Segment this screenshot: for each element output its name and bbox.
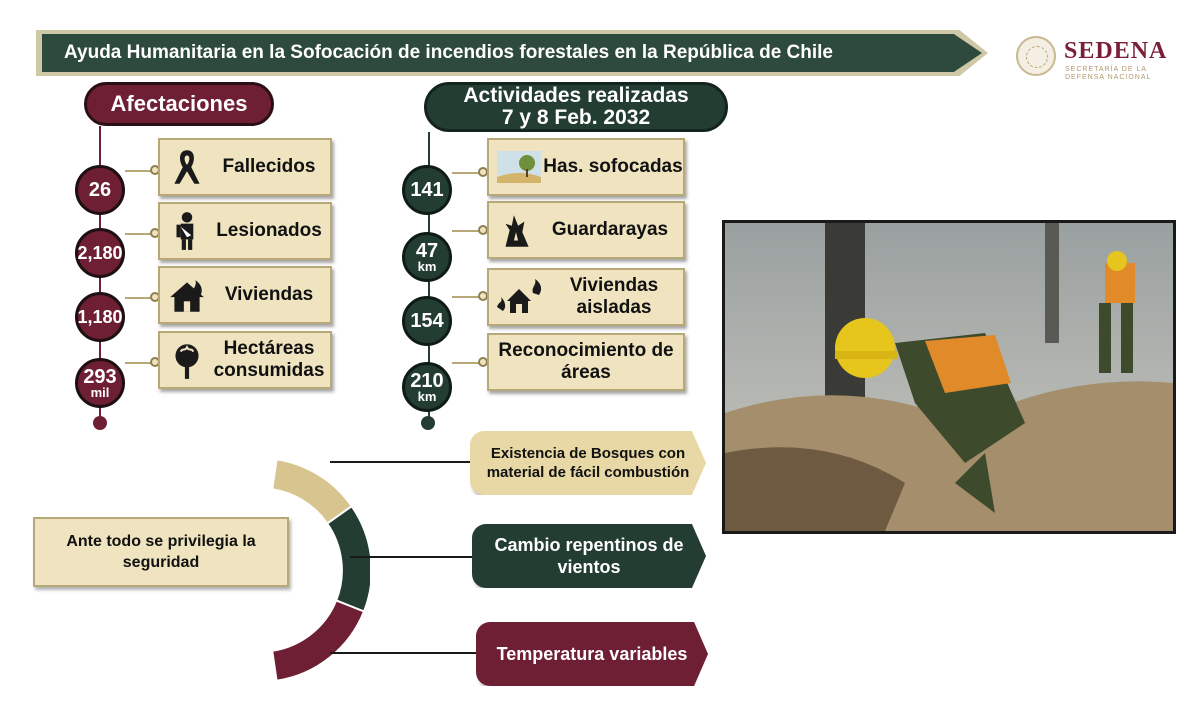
page-title: Ayuda Humanitaria en la Sofocación de in… bbox=[42, 34, 982, 72]
firefighter-photo-image bbox=[725, 223, 1173, 531]
stat-unit: km bbox=[417, 388, 437, 404]
connector bbox=[125, 170, 155, 172]
connector bbox=[452, 362, 482, 364]
stat-value: 47 bbox=[415, 239, 439, 262]
stat-value: 293 bbox=[83, 365, 117, 388]
burning-tree-icon bbox=[175, 344, 199, 379]
card-fallecidos: Fallecidos bbox=[158, 138, 332, 196]
connector bbox=[452, 230, 482, 232]
card-label: Lesionados bbox=[216, 220, 322, 241]
house-fire-icon bbox=[170, 280, 204, 312]
card-label: Has. sofocadas bbox=[543, 156, 683, 177]
stat-value: 154 bbox=[410, 310, 444, 332]
connector bbox=[125, 362, 155, 364]
card-label: Reconocimiento de áreas bbox=[498, 340, 674, 383]
card-label: Fallecidos bbox=[222, 156, 316, 177]
stat-unit: km bbox=[417, 258, 437, 274]
card-label: Hectáreas consumidas bbox=[213, 338, 325, 381]
factor-vientos: Cambio repentinos de vientos bbox=[472, 524, 706, 588]
firebreak-icon bbox=[505, 215, 529, 247]
stat-circle-has-sofocadas: 141 bbox=[402, 165, 452, 215]
stat-circle-guardarayas: 47 km bbox=[402, 232, 452, 282]
stat-unit: mil bbox=[90, 384, 110, 400]
timeline-end-dot bbox=[93, 416, 107, 430]
card-viviendas: Viviendas bbox=[158, 266, 332, 324]
factor-connector bbox=[330, 652, 478, 654]
mexico-seal-icon bbox=[1016, 36, 1056, 76]
stat-value: 210 bbox=[410, 369, 444, 392]
actividades-title: Actividades realizadas bbox=[463, 84, 689, 107]
factor-connector bbox=[330, 461, 472, 463]
connector bbox=[452, 172, 482, 174]
firefighter-photo bbox=[722, 220, 1176, 534]
card-hectareas: Hectáreas consumidas bbox=[158, 331, 332, 389]
stat-circle-viviendas: 1,180 bbox=[75, 292, 125, 342]
stat-value: 1,180 bbox=[77, 307, 123, 327]
factor-connector bbox=[350, 556, 474, 558]
card-has-sofocadas: Has. sofocadas bbox=[487, 138, 685, 196]
actividades-date: 7 y 8 Feb. 2032 bbox=[501, 106, 651, 129]
center-statement: Ante todo se privilegia la seguridad bbox=[33, 517, 289, 587]
logo-subtitle-line1: SECRETARÍA DE LA bbox=[1065, 66, 1148, 73]
afectaciones-header: Afectaciones bbox=[84, 82, 274, 126]
logo-name: SEDENA bbox=[1064, 38, 1168, 64]
card-viviendas-aisladas: Viviendas aisladas bbox=[487, 268, 685, 326]
card-label: Guardarayas bbox=[551, 219, 669, 240]
stat-circle-lesionados: 2,180 bbox=[75, 228, 125, 278]
stat-value: 26 bbox=[88, 179, 112, 201]
card-reconocimiento: Reconocimiento de áreas bbox=[487, 333, 685, 391]
card-label: Viviendas aisladas bbox=[569, 275, 659, 318]
stat-circle-hectareas: 293 mil bbox=[75, 358, 125, 408]
logo-subtitle-line2: DEFENSA NACIONAL bbox=[1065, 74, 1152, 81]
safety-arc bbox=[271, 458, 370, 682]
connector bbox=[452, 296, 482, 298]
stat-circle-viviendas-aisladas: 154 bbox=[402, 296, 452, 346]
houses-fire-icon bbox=[497, 279, 542, 313]
landscape-icon bbox=[497, 151, 541, 183]
actividades-header: Actividades realizadas 7 y 8 Feb. 2032 bbox=[424, 82, 728, 132]
logo-subtitle: SECRETARÍA DE LA DEFENSA NACIONAL bbox=[1065, 66, 1151, 82]
stat-circle-fallecidos: 26 bbox=[75, 165, 125, 215]
stat-circle-reconocimiento: 210 km bbox=[402, 362, 452, 412]
connector bbox=[125, 297, 155, 299]
ribbon-icon bbox=[174, 150, 200, 184]
card-guardarayas: Guardarayas bbox=[487, 201, 685, 259]
stat-value: 141 bbox=[410, 179, 444, 201]
factor-temperatura: Temperatura variables bbox=[476, 622, 708, 686]
connector bbox=[125, 233, 155, 235]
factor-bosques: Existencia de Bosques con material de fá… bbox=[470, 431, 706, 495]
card-lesionados: Lesionados bbox=[158, 202, 332, 260]
injured-person-icon bbox=[176, 212, 194, 250]
timeline-end-dot bbox=[421, 416, 435, 430]
card-label: Viviendas bbox=[224, 284, 314, 305]
stat-value: 2,180 bbox=[77, 243, 123, 263]
